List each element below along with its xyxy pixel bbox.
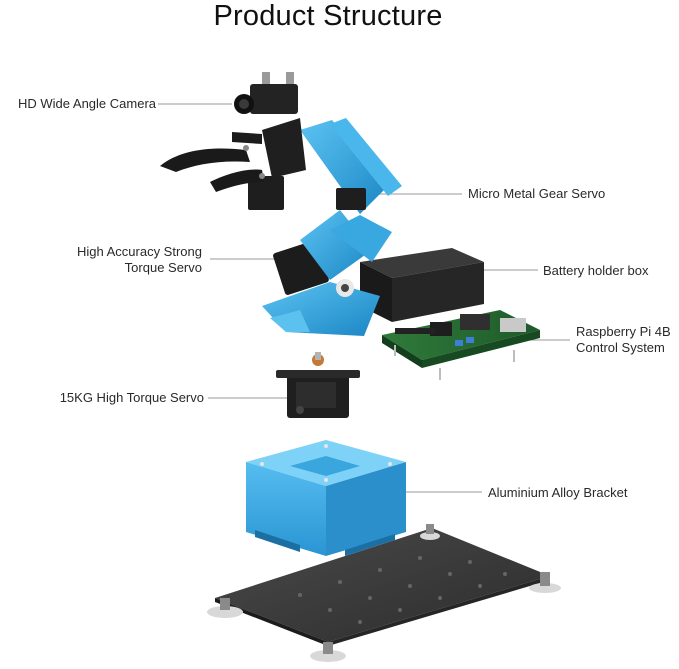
label-micro-metal-gear-servo: Micro Metal Gear Servo: [468, 186, 606, 201]
label-strong-torque-servo-line2: Torque Servo: [124, 260, 202, 275]
label-raspberry-pi-line2: Control System: [576, 340, 665, 355]
label-raspberry-pi: Raspberry Pi 4B Control System: [576, 324, 671, 356]
label-15kg-servo: 15KG High Torque Servo: [59, 390, 204, 405]
label-raspberry-pi-line1: Raspberry Pi 4B: [576, 324, 671, 339]
page-title: Product Structure: [213, 0, 443, 32]
servo-15kg: [276, 352, 360, 418]
raspberry-pi-board: [382, 310, 540, 380]
battery-holder-box: [360, 248, 484, 322]
label-strong-torque-servo: High Accuracy Strong Torque Servo: [40, 244, 202, 276]
label-strong-torque-servo-line1: High Accuracy Strong: [76, 244, 202, 259]
base-plate: [207, 524, 561, 662]
label-battery-holder-box: Battery holder box: [543, 263, 649, 278]
robot-arm: [160, 72, 402, 336]
label-camera: HD Wide Angle Camera: [18, 96, 156, 111]
aluminium-bracket: [246, 440, 406, 556]
label-aluminium-bracket: Aluminium Alloy Bracket: [488, 485, 628, 500]
